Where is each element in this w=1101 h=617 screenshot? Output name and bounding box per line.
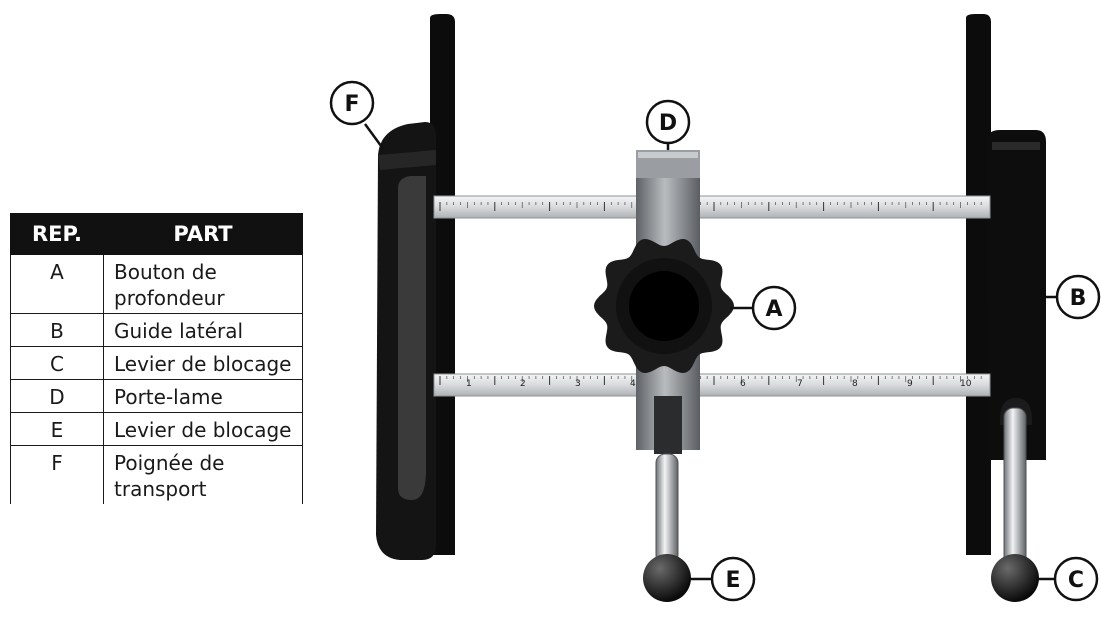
callout-label-f: F <box>344 92 359 117</box>
ruler-number: 7 <box>797 379 803 389</box>
table-header-row: REP. PART <box>10 213 303 255</box>
callout-e: E <box>690 556 756 602</box>
row-part: Guide latéral <box>103 313 303 347</box>
callout-label-c: C <box>1068 568 1084 593</box>
row-part: Levier de blocage <box>103 412 303 446</box>
row-rep: F <box>10 445 104 504</box>
row-part: Poignée de transport <box>103 445 303 504</box>
row-rep: E <box>10 412 104 446</box>
right-upright-plate <box>966 14 991 555</box>
callout-label-b: B <box>1070 286 1087 311</box>
ruler-number: 10 <box>960 379 972 389</box>
table-row: D Porte-lame <box>10 379 303 413</box>
ruler-number: 3 <box>575 379 581 389</box>
table-row: C Levier de blocage <box>10 346 303 380</box>
callout-a: A <box>730 285 797 331</box>
callout-c: C <box>1038 556 1099 602</box>
locking-lever-right <box>991 398 1039 602</box>
header-part: PART <box>103 213 303 255</box>
upper-rail <box>433 195 991 219</box>
locking-lever-center <box>643 453 691 602</box>
table-row: F Poignée de transport <box>10 445 303 504</box>
table-row: E Levier de blocage <box>10 412 303 446</box>
ruler-number: 2 <box>520 379 526 389</box>
callout-label-d: D <box>659 111 677 136</box>
ruler-number: 6 <box>740 379 746 389</box>
row-part: Bouton de profondeur <box>103 254 303 314</box>
callout-f: F <box>329 80 386 151</box>
ruler-number: 8 <box>852 379 858 389</box>
callout-label-a: A <box>765 297 782 322</box>
row-part: Porte-lame <box>103 379 303 413</box>
ruler-number: 1 <box>466 379 472 389</box>
carry-handle <box>376 122 436 560</box>
ruler-number: 4 <box>630 379 636 389</box>
table-row: A Bouton de profondeur <box>10 254 303 314</box>
ruler-numbers: 1 2 3 4 6 7 8 9 10 <box>466 379 972 389</box>
callout-label-e: E <box>725 568 740 593</box>
ruler-number: 9 <box>907 379 913 389</box>
row-rep: A <box>10 254 104 314</box>
callout-b: B <box>1046 274 1101 320</box>
depth-knob <box>594 239 734 373</box>
callout-d: D <box>645 99 691 150</box>
side-guide <box>986 130 1046 460</box>
row-rep: C <box>10 346 104 380</box>
row-part: Levier de blocage <box>103 346 303 380</box>
header-rep: REP. <box>10 213 104 255</box>
parts-table: REP. PART A Bouton de profondeur B Guide… <box>10 213 303 504</box>
left-upright-plate <box>430 14 455 555</box>
